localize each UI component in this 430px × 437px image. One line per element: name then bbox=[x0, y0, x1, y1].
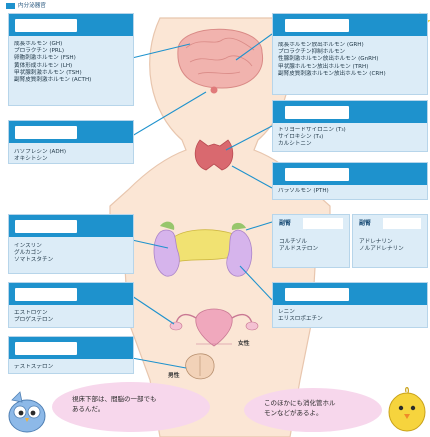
hormone-list: レニン エリスロポエチン bbox=[278, 309, 424, 323]
answer-blank[interactable] bbox=[15, 126, 77, 139]
pancreas-box: インスリン グルカゴン ソマトスタチン bbox=[8, 214, 134, 274]
answer-blank[interactable] bbox=[15, 19, 77, 32]
left-mascot bbox=[2, 388, 52, 434]
right-mascot bbox=[384, 384, 430, 434]
parathyroid-box: パラソルモン (PTH) bbox=[272, 162, 428, 200]
answer-blank[interactable] bbox=[285, 288, 349, 301]
hormone-list: アドレナリン ノルアドレナリン bbox=[359, 239, 404, 253]
hormone-list: バソプレシン (ADH) オキシトシン bbox=[14, 149, 130, 163]
pituitary-gland bbox=[211, 87, 218, 94]
answer-blank[interactable] bbox=[15, 220, 77, 233]
hypothalamus-box: 成長ホルモン放出ホルモン (GRH) プロラクチン抑制ホルモン 性腺刺激ホルモン… bbox=[272, 13, 428, 95]
adrenal-medulla-box: 副腎 アドレナリン ノルアドレナリン bbox=[352, 214, 428, 268]
answer-blank[interactable] bbox=[303, 218, 343, 229]
owl-icon bbox=[2, 388, 52, 434]
adrenal-tag: 副腎 bbox=[359, 218, 371, 227]
hormone-list: 成長ホルモン (GH) プロラクチン (PRL) 卵胞刺激ホルモン (FSH) … bbox=[14, 41, 130, 84]
hormone-list: パラソルモン (PTH) bbox=[278, 188, 424, 195]
pituitary-back-box: バソプレシン (ADH) オキシトシン bbox=[8, 120, 134, 164]
ovary-box: エストロゲン プロゲステロン bbox=[8, 282, 134, 328]
testis-box: テストステロン bbox=[8, 336, 134, 374]
legend: 内分泌器官 bbox=[6, 1, 46, 9]
answer-blank[interactable] bbox=[285, 168, 349, 181]
kidney-box: レニン エリスロポエチン bbox=[272, 282, 428, 328]
pituitary-front-box: 成長ホルモン (GH) プロラクチン (PRL) 卵胞刺激ホルモン (FSH) … bbox=[8, 13, 134, 106]
hormone-list: エストロゲン プロゲステロン bbox=[14, 310, 130, 324]
thyroid-box: トリヨードサイロニン (T₃) サイロキシン (T₄) カルシトニン bbox=[272, 100, 428, 152]
legend-label: 内分泌器官 bbox=[18, 3, 46, 9]
right-kidney bbox=[227, 230, 252, 276]
answer-blank[interactable] bbox=[285, 106, 349, 119]
left-ovary bbox=[170, 322, 182, 330]
hormone-list: 成長ホルモン放出ホルモン (GRH) プロラクチン抑制ホルモン 性腺刺激ホルモン… bbox=[278, 42, 424, 78]
answer-blank[interactable] bbox=[15, 288, 77, 301]
male-label: 男性 bbox=[168, 370, 180, 379]
female-label: 女性 bbox=[238, 338, 250, 347]
answer-blank[interactable] bbox=[285, 19, 349, 32]
brain bbox=[178, 29, 263, 88]
answer-blank[interactable] bbox=[383, 218, 421, 229]
adrenal-tag: 副腎 bbox=[279, 218, 291, 227]
adrenal-cortex-box: 副腎 コルチゾル アルドステロン bbox=[272, 214, 350, 268]
answer-blank[interactable] bbox=[15, 342, 77, 355]
legend-swatch bbox=[6, 3, 15, 9]
right-speech-bubble: このほかにも消化管ホル モンなどがあるよ。 bbox=[244, 388, 382, 432]
right-ovary bbox=[246, 322, 258, 330]
hormone-list: トリヨードサイロニン (T₃) サイロキシン (T₄) カルシトニン bbox=[278, 127, 424, 149]
hormone-list: インスリン グルカゴン ソマトスタチン bbox=[14, 243, 130, 265]
chick-icon bbox=[384, 384, 430, 434]
hormone-list: テストステロン bbox=[14, 364, 130, 371]
left-speech-bubble: 視床下部は、間脳の一部でも あるんだ。 bbox=[52, 382, 210, 432]
hormone-list: コルチゾル アルドステロン bbox=[279, 239, 318, 253]
